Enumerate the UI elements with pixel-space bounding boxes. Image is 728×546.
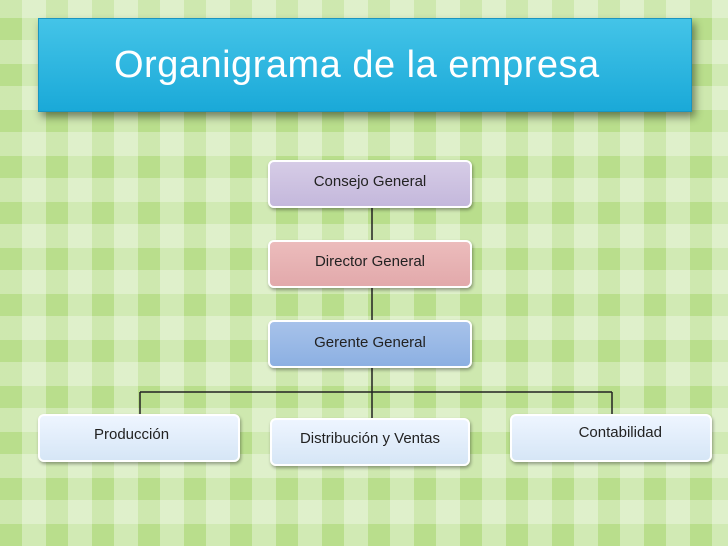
node-label: Director General: [314, 253, 426, 270]
node-label: Producción: [94, 426, 170, 443]
node-director-general: Director General: [268, 240, 472, 288]
node-produccion: Producción: [38, 414, 240, 462]
node-consejo-general: Consejo General: [268, 160, 472, 208]
node-gerente-general: Gerente General: [268, 320, 472, 368]
node-distribucion-ventas: Distribución y Ventas: [270, 418, 470, 466]
node-label: Contabilidad: [578, 424, 662, 441]
node-label: Consejo General: [313, 173, 427, 190]
node-label: Gerente General: [314, 334, 426, 351]
title-banner: Organigrama de la empresa: [38, 18, 692, 112]
node-label: Distribución y Ventas: [299, 430, 441, 447]
slide-title: Organigrama de la empresa: [114, 44, 600, 86]
node-contabilidad: Contabilidad: [510, 414, 712, 462]
